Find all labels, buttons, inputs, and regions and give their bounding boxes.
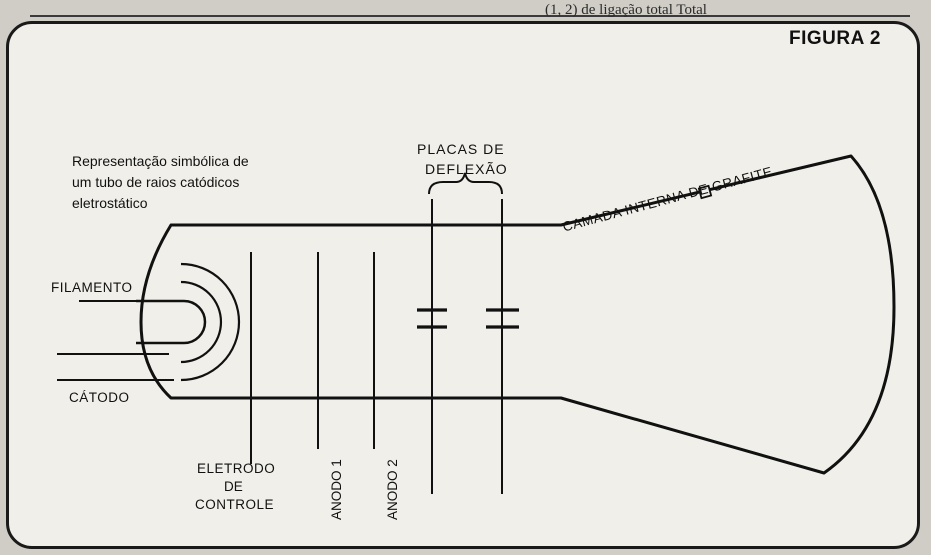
figure-caption: Representação simbólica de um tubo de ra… — [72, 151, 249, 214]
tube-outline — [139, 154, 896, 475]
cathode-label: CÁTODO — [69, 390, 130, 405]
filament-symbol — [136, 299, 207, 345]
caption-line: eletrostático — [72, 195, 148, 211]
filament-label: FILAMENTO — [51, 280, 133, 295]
control-electrode-label-line1: ELETRODO — [197, 461, 276, 476]
deflection-plates-label-line1: PLACAS DE — [417, 141, 505, 157]
control-electrode-label-line3: CONTROLE — [195, 497, 275, 512]
anode2-label: ANODO 2 — [385, 459, 400, 520]
page-header-text: (1, 2) de ligação total Total — [545, 2, 707, 18]
caption-line: Representação simbólica de — [72, 153, 249, 169]
figure-panel: FIGURA 2 Representação simbólica de um t… — [6, 21, 920, 549]
control-electrode-label-line2: DE — [224, 479, 243, 494]
graphite-marker — [697, 184, 713, 200]
figure-title: FIGURA 2 — [789, 28, 881, 49]
deflection-brace — [428, 172, 503, 195]
caption-line: um tubo de raios catódicos — [72, 174, 240, 190]
cathode-arc-inner — [180, 280, 223, 364]
crt-diagram — [57, 154, 896, 494]
cathode-arc-outer — [180, 262, 241, 382]
page-rule — [30, 15, 910, 17]
anode1-label: ANODO 1 — [329, 459, 344, 520]
deflection-plates-label-line2: DEFLEXÃO — [425, 161, 508, 177]
